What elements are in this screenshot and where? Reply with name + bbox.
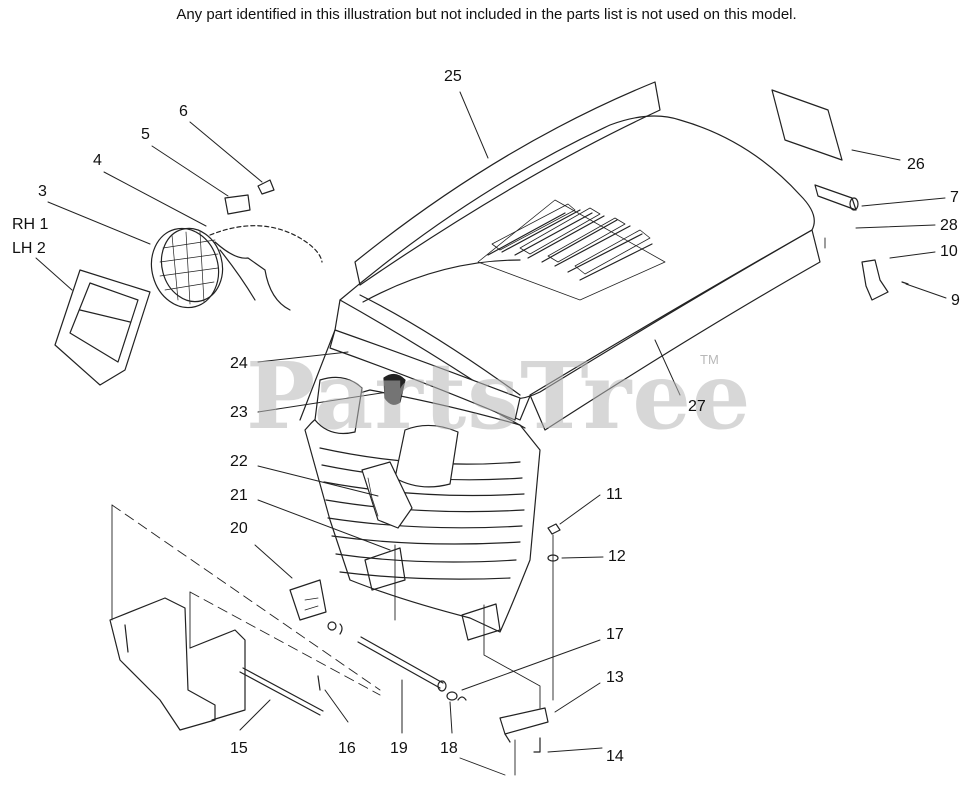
callout-11: 11 xyxy=(606,486,623,503)
callout-27: 27 xyxy=(688,398,706,415)
part-20-bracket xyxy=(290,580,326,620)
callout-12: 12 xyxy=(608,548,626,565)
callout-rh1: RH 1 xyxy=(12,216,49,233)
part-19-pivot-rod xyxy=(358,637,446,691)
part-10-latch xyxy=(862,260,888,300)
callout-24: 24 xyxy=(230,355,248,372)
leader-lines xyxy=(36,92,946,752)
callout-18: 18 xyxy=(440,740,458,757)
part-25-top-decal xyxy=(355,82,660,285)
part-18-washer xyxy=(447,692,457,700)
hood-pivot-bracket-right xyxy=(462,604,500,640)
hardware-washers-left xyxy=(328,622,342,634)
part-16-clip xyxy=(318,676,320,690)
part-17-clip xyxy=(458,697,466,700)
callout-23: 23 xyxy=(230,404,248,421)
callout-14: 14 xyxy=(606,748,624,765)
part-9-pin xyxy=(902,282,908,284)
part-15-rod xyxy=(240,668,323,715)
part-14-bolt xyxy=(534,738,540,752)
callout-9: 9 xyxy=(951,292,960,309)
callout-15: 15 xyxy=(230,740,248,757)
assembly-guide-lines xyxy=(112,238,825,775)
part-5-bracket xyxy=(225,195,250,214)
part-13-bracket xyxy=(500,708,548,742)
callout-4: 4 xyxy=(93,152,102,169)
callout-25: 25 xyxy=(444,68,462,85)
part-6-screw xyxy=(258,180,274,194)
parts-note: Any part identified in this illustration… xyxy=(176,6,797,23)
callout-26: 26 xyxy=(907,156,925,173)
callout-21: 21 xyxy=(230,487,248,504)
callout-5: 5 xyxy=(141,126,150,143)
part-4-wiring xyxy=(210,226,322,310)
watermark-logo: PartsTree xyxy=(246,342,752,450)
part-21-bracket xyxy=(365,548,405,590)
callout-17: 17 xyxy=(606,626,624,643)
part-3-headlight xyxy=(143,221,231,315)
callout-7: 7 xyxy=(950,189,959,206)
callout-10: 10 xyxy=(940,243,958,260)
callout-28: 28 xyxy=(940,217,958,234)
callout-19: 19 xyxy=(390,740,408,757)
part-1-2-headlight-bezel xyxy=(55,270,150,385)
hood-grille-front xyxy=(300,330,540,632)
callout-20: 20 xyxy=(230,520,248,537)
callout-16: 16 xyxy=(338,740,356,757)
callout-6: 6 xyxy=(179,103,188,120)
callout-13: 13 xyxy=(606,669,624,686)
callout-22: 22 xyxy=(230,453,248,470)
callout-3: 3 xyxy=(38,183,47,200)
frame-mount-bracket xyxy=(110,598,245,730)
part-26-decal xyxy=(772,90,842,160)
part-11-nut xyxy=(548,524,560,534)
part-27-side-decal xyxy=(530,230,820,430)
callout-lh2: LH 2 xyxy=(12,240,46,257)
part-7-bumper xyxy=(815,185,858,210)
watermark-trademark: TM xyxy=(700,352,719,367)
